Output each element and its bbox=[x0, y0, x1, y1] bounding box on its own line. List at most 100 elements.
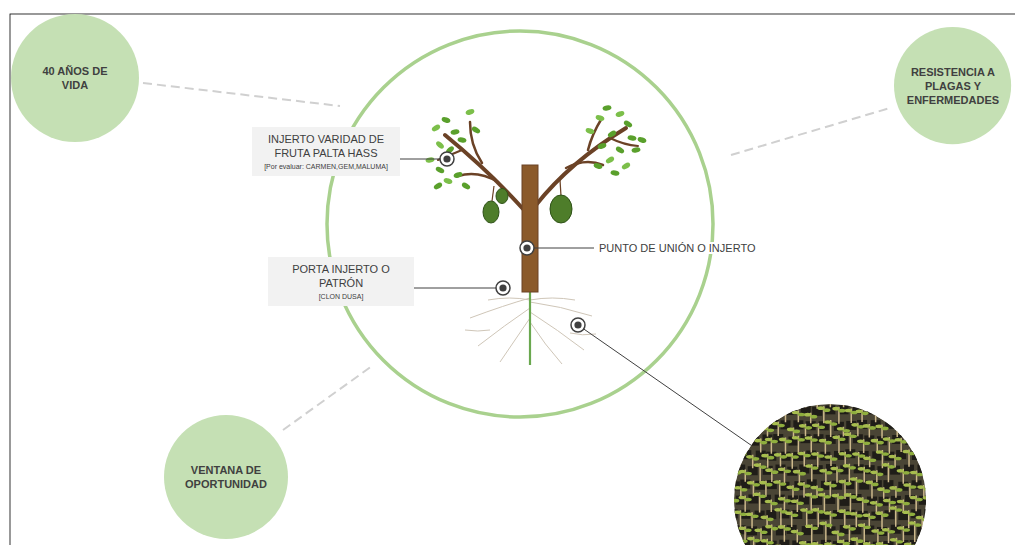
seedling-rows bbox=[811, 526, 818, 530]
seedling-rows bbox=[775, 404, 785, 413]
seedling-rows bbox=[805, 399, 812, 403]
seedling-rows bbox=[761, 539, 768, 543]
seedling-rows bbox=[935, 394, 942, 398]
seedling-rows bbox=[930, 542, 943, 545]
seedling-rows bbox=[923, 398, 930, 402]
seedling-rows bbox=[722, 497, 732, 506]
seedling-rows bbox=[824, 420, 831, 424]
seedling-rows bbox=[941, 407, 948, 411]
seedling-rows bbox=[863, 542, 870, 545]
seedling-rows bbox=[895, 508, 902, 512]
seedling-rows bbox=[902, 510, 909, 514]
seedling-rows bbox=[785, 398, 798, 415]
seedling-rows bbox=[883, 437, 890, 441]
root-system bbox=[530, 322, 562, 364]
seedling-rows bbox=[739, 470, 746, 474]
seedling-rows bbox=[843, 464, 850, 468]
seedling-rows bbox=[831, 531, 838, 535]
seedling-rows bbox=[811, 452, 818, 456]
seedling-rows bbox=[830, 467, 843, 490]
seedling-rows bbox=[753, 427, 755, 439]
seedling-rows bbox=[875, 407, 877, 423]
seedling-rows bbox=[869, 515, 876, 519]
seedling-rows bbox=[910, 471, 917, 475]
seedling-rows bbox=[917, 396, 930, 414]
benefit-circle: VENTANA DE OPORTUNIDAD bbox=[164, 415, 288, 539]
seedling-rows bbox=[739, 422, 741, 438]
seedling-rows bbox=[746, 394, 759, 415]
seedling-rows bbox=[824, 390, 831, 394]
root-system bbox=[470, 298, 530, 318]
seedling-rows bbox=[922, 409, 935, 431]
seedling-rows bbox=[910, 442, 917, 446]
seedling-rows bbox=[883, 437, 896, 461]
seedling-rows bbox=[924, 450, 934, 459]
seedling-rows bbox=[766, 393, 773, 397]
seedling-rows bbox=[720, 390, 948, 545]
seedling-rows bbox=[931, 496, 941, 505]
seedling-rows bbox=[778, 525, 791, 545]
root-system bbox=[465, 330, 490, 331]
seedling-rows bbox=[882, 463, 889, 467]
seedling-rows bbox=[745, 512, 752, 516]
seedling-rows bbox=[838, 480, 845, 484]
seedling-rows bbox=[900, 407, 902, 422]
seedling-rows bbox=[915, 403, 917, 421]
seedling-rows bbox=[727, 410, 740, 428]
tree-leaves bbox=[443, 177, 453, 185]
seedling-rows bbox=[898, 511, 908, 520]
seedling-rows bbox=[735, 525, 745, 534]
seedling-rows bbox=[890, 406, 897, 410]
target-marker bbox=[523, 244, 530, 251]
seedling-rows bbox=[740, 537, 742, 545]
seedling-rows bbox=[810, 415, 817, 419]
seedling-rows bbox=[894, 408, 901, 412]
seedling-rows bbox=[793, 430, 800, 434]
seedling-rows bbox=[805, 524, 818, 545]
node-text: VENTANA DE OPORTUNIDAD bbox=[180, 463, 272, 492]
seedling-rows bbox=[765, 438, 778, 461]
target-marker bbox=[574, 321, 581, 328]
target-marker bbox=[571, 318, 585, 332]
seedling-rows bbox=[760, 530, 767, 534]
seedling-rows bbox=[928, 442, 935, 446]
seedling-rows bbox=[803, 484, 810, 488]
tree-leaves bbox=[431, 123, 441, 132]
seedling-rows bbox=[855, 410, 862, 414]
seedling-rows bbox=[729, 419, 739, 428]
seedling-rows bbox=[746, 437, 748, 452]
seedling-rows bbox=[864, 469, 871, 473]
seedling-rows bbox=[798, 413, 805, 417]
seedling-rows bbox=[720, 480, 733, 506]
seedling-rows bbox=[774, 508, 787, 536]
seedling-rows bbox=[784, 469, 791, 473]
root-system bbox=[530, 298, 575, 300]
seedling-rows bbox=[753, 408, 760, 412]
seedling-rows bbox=[844, 493, 857, 519]
seedling-rows bbox=[852, 452, 859, 456]
seedling-rows bbox=[728, 517, 735, 521]
seedling-rows bbox=[728, 469, 735, 473]
seedling-rows bbox=[830, 457, 837, 461]
seedling-rows bbox=[754, 439, 761, 443]
seedling-rows bbox=[910, 441, 923, 460]
seedling-rows bbox=[922, 440, 935, 459]
tree-leaves bbox=[595, 114, 605, 122]
tree-branches bbox=[470, 122, 482, 163]
seedling-rows bbox=[903, 483, 910, 487]
seedling-rows bbox=[879, 405, 889, 414]
circle-fill bbox=[164, 415, 288, 539]
seedling-rows bbox=[735, 405, 745, 414]
seedling-rows bbox=[910, 544, 917, 545]
seedling-rows bbox=[816, 488, 823, 492]
seedling-rows bbox=[811, 438, 818, 442]
tree-leaves bbox=[602, 105, 612, 112]
seedling-rows bbox=[903, 471, 910, 475]
seedling-rows bbox=[747, 537, 760, 545]
target-marker bbox=[571, 318, 585, 332]
seedling-rows bbox=[739, 394, 741, 408]
seedling-rows bbox=[771, 440, 778, 444]
seedling-rows bbox=[722, 457, 735, 475]
seedling-rows bbox=[940, 469, 947, 473]
seedling-rows bbox=[773, 411, 780, 415]
